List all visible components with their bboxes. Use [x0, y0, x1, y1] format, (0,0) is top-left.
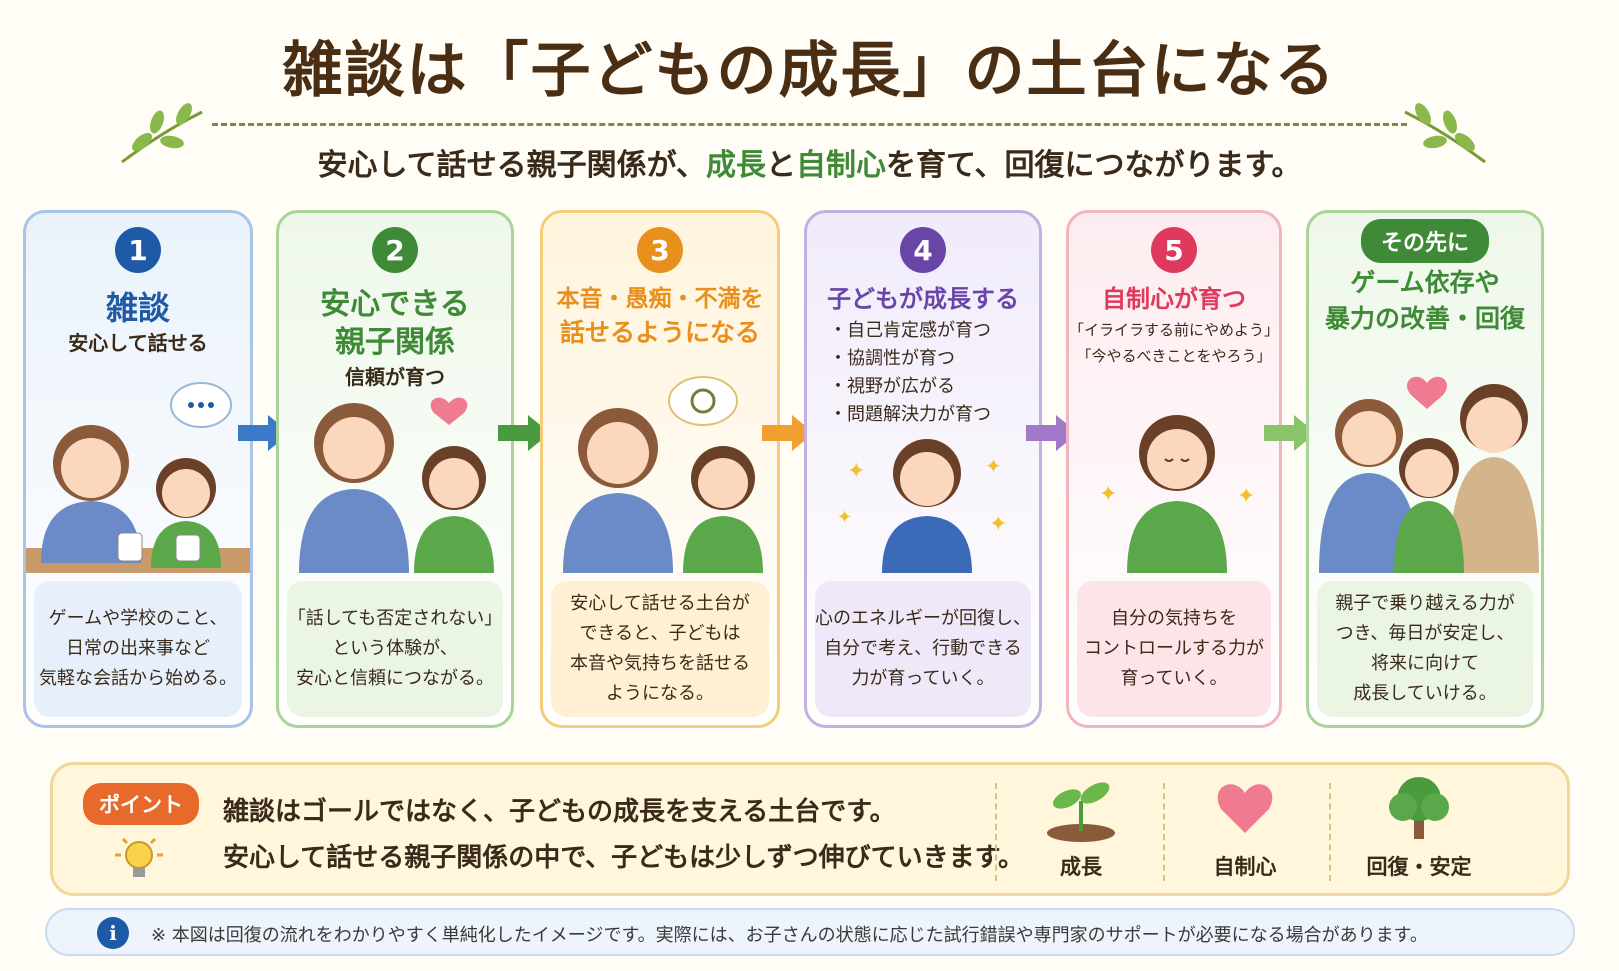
arrow-right-icon — [1264, 415, 1316, 451]
step-card-4: 4 子どもが成長する ・自己肯定感が育つ ・協調性が育つ ・視野が広がる ・問題… — [804, 210, 1042, 728]
step-description: 安心して話せる土台が できると、子どもは 本音や気持ちを話せる ようになる。 — [551, 581, 769, 717]
step-title: 親子関係 — [335, 325, 455, 360]
arrow-right-icon — [762, 415, 814, 451]
list-item: ・視野が広がる — [829, 376, 955, 397]
self-talk-quote: 「今やるべきことをやろう」 — [1076, 347, 1272, 365]
step-number: 5 — [1151, 227, 1197, 273]
svg-text:✦: ✦ — [989, 512, 1007, 537]
svg-text:✦: ✦ — [1237, 484, 1255, 509]
step-title: 暴力の改善・回復 — [1324, 304, 1525, 333]
parent-child-trust-illustration — [299, 397, 494, 573]
step-card-future: その先に ゲーム依存や 暴力の改善・回復 親子で乗り越える力が つき、毎日が安定… — [1306, 210, 1544, 728]
lightbulb-icon — [115, 837, 163, 877]
divider — [995, 783, 997, 881]
child-growing-illustration: ✦ ✦ ✦ ✦ — [837, 439, 1007, 573]
svg-text:✦: ✦ — [847, 459, 865, 484]
tree-icon — [1389, 777, 1449, 839]
heart-icon — [1217, 784, 1273, 833]
step-title: ゲーム依存や — [1350, 268, 1500, 297]
list-item: ・自己肯定感が育つ — [829, 320, 991, 341]
step-subtitle: 信頼が育つ — [345, 365, 445, 389]
svg-text:✦: ✦ — [985, 454, 1002, 478]
point-box: ポイント 雑談はゴールではなく、子どもの成長を支える土台です。 安心して話せる親… — [50, 762, 1570, 896]
point-icon-recovery: 回復・安定 — [1349, 773, 1489, 881]
step-description: 「話しても否定されない」 という体験が、 安心と信頼につながる。 — [287, 581, 503, 717]
page-title: 雑談は「子どもの成長」の土台になる — [282, 36, 1337, 106]
child-speaking-illustration — [563, 376, 763, 573]
parent-child-talk-illustration — [26, 382, 250, 573]
point-tag: ポイント — [83, 783, 199, 825]
point-icon-selfcontrol: 自制心 — [1175, 773, 1315, 881]
future-badge: その先に — [1360, 219, 1490, 263]
title-divider — [212, 123, 1407, 126]
step-description: 親子で乗り越える力が つき、毎日が安定し、 将来に向けて 成長していける。 — [1317, 581, 1533, 717]
divider — [1163, 783, 1165, 881]
happy-family-illustration — [1319, 376, 1539, 573]
calm-child-illustration: ✦ ✦ — [1099, 415, 1255, 573]
step-number: 4 — [900, 227, 946, 273]
growth-list: ・自己肯定感が育つ ・協調性が育つ ・視野が広がる ・問題解決力が育つ — [829, 317, 991, 429]
step-title: 本音・愚痴・不満を — [556, 286, 764, 312]
leaf-branch-icon — [1404, 103, 1486, 164]
disclaimer-note: i ※ 本図は回復の流れをわかりやすく単純化したイメージです。実際には、お子さん… — [45, 908, 1575, 956]
info-icon: i — [97, 917, 129, 949]
step-number: 1 — [115, 227, 161, 273]
disclaimer-text: ※ 本図は回復の流れをわかりやすく単純化したイメージです。実際には、お子さんの状… — [151, 925, 1428, 946]
sprout-icon — [1047, 782, 1115, 842]
step-card-5: 5 自制心が育つ 「イライラする前にやめよう」 「今やるべきことをやろう」 ✦ … — [1066, 210, 1282, 728]
list-item: ・協調性が育つ — [829, 348, 955, 369]
step-description: 自分の気持ちを コントロールする力が 育っていく。 — [1077, 581, 1271, 717]
leaf-branch-icon — [121, 103, 203, 164]
step-card-2: 2 安心できる 親子関係 信頼が育つ 「話しても否定されない」 という体験が、 … — [276, 210, 514, 728]
point-icon-growth: 成長 — [1011, 773, 1151, 881]
step-card-1: 1 雑談 安心して話せる ゲームや学校のこと、 日常の出来事など 気軽な会話から… — [23, 210, 253, 728]
step-card-3: 3 本音・愚痴・不満を 話せるようになる 安心して話せる土台が できると、子ども… — [540, 210, 780, 728]
step-number: 3 — [637, 227, 683, 273]
list-item: ・問題解決力が育つ — [829, 404, 991, 425]
step-number: 2 — [372, 227, 418, 273]
step-title: 話せるようになる — [559, 318, 760, 347]
step-title: 雑談 — [105, 289, 170, 327]
point-text: 雑談はゴールではなく、子どもの成長を支える土台です。 安心して話せる親子関係の中… — [223, 797, 1025, 873]
step-title: 自制心が育つ — [1102, 285, 1246, 313]
divider — [1329, 783, 1331, 881]
step-title: 安心できる — [320, 287, 470, 322]
step-subtitle: 安心して話せる — [68, 331, 208, 355]
step-description: 心のエネルギーが回復し、 自分で考え、行動できる 力が育っていく。 — [815, 581, 1031, 717]
subtitle: 安心して話せる親子関係が、成長と自制心を育て、回復につながります。 — [317, 148, 1302, 183]
arrow-right-icon — [1026, 415, 1078, 451]
step-description: ゲームや学校のこと、 日常の出来事など 気軽な会話から始める。 — [34, 581, 242, 717]
svg-text:✦: ✦ — [1099, 482, 1117, 507]
arrow-right-icon — [498, 415, 550, 451]
step-title: 子どもが成長する — [827, 285, 1019, 313]
self-talk-quote: 「イライラする前にやめよう」 — [1069, 321, 1280, 339]
svg-text:✦: ✦ — [837, 507, 852, 528]
